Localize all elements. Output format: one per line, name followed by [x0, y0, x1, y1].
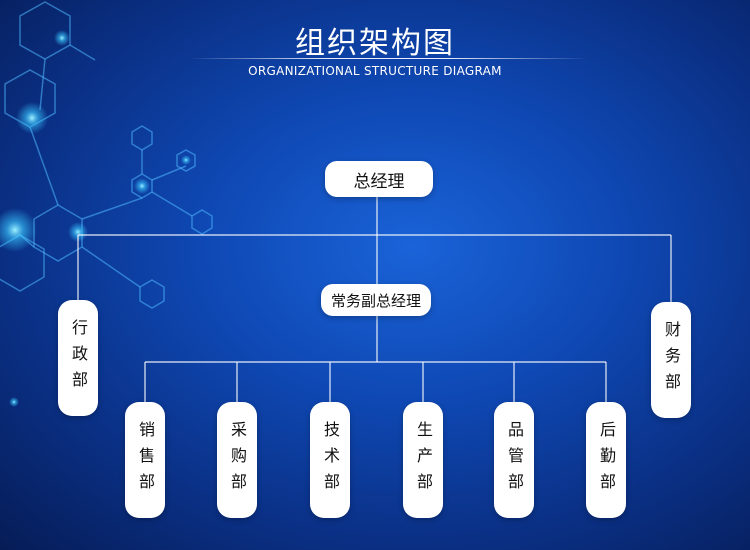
- node-purchasing-dept: 采购部: [217, 402, 257, 518]
- node-sales-dept: 销售部: [125, 402, 165, 518]
- node-general-manager: 总经理: [325, 161, 433, 197]
- node-admin-dept: 行政部: [58, 300, 98, 416]
- node-finance-dept: 财务部: [651, 302, 691, 418]
- node-logistics-dept: 后勤部: [586, 402, 626, 518]
- page-title: 组织架构图: [295, 26, 455, 61]
- node-tech-dept: 技术部: [310, 402, 350, 518]
- title-divider: [188, 58, 588, 59]
- node-deputy-general-manager: 常务副总经理: [321, 284, 431, 316]
- node-production-dept: 生产部: [403, 402, 443, 518]
- node-quality-dept: 品管部: [494, 402, 534, 518]
- page-subtitle: ORGANIZATIONAL STRUCTURE DIAGRAM: [248, 64, 502, 78]
